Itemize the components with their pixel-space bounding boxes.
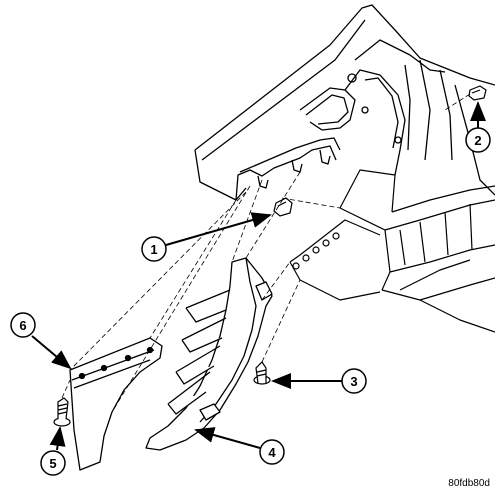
leader-4 <box>194 427 261 449</box>
callout-number-3: 3 <box>350 374 357 389</box>
leader-6 <box>31 335 72 370</box>
callout-5: 5 <box>40 450 66 476</box>
leader-5 <box>49 426 66 451</box>
inner-splash-shield <box>145 257 273 451</box>
screw-part-5 <box>53 397 71 427</box>
callout-2: 2 <box>465 127 491 153</box>
callout-number-6: 6 <box>19 318 26 333</box>
screw-part-3 <box>253 361 271 385</box>
shield-panel <box>69 337 163 471</box>
callout-number-5: 5 <box>49 456 56 471</box>
leader-1 <box>165 212 272 246</box>
callout-6: 6 <box>10 312 36 338</box>
callout-number-4: 4 <box>268 445 276 460</box>
callout-number-2: 2 <box>474 133 481 148</box>
frame-rail-assembly <box>289 169 495 333</box>
fender-body-panel <box>194 4 495 201</box>
callout-4: 4 <box>259 439 285 465</box>
clip-part-1 <box>273 197 293 217</box>
clip-part-2 <box>468 85 487 101</box>
callout-3: 3 <box>341 368 367 394</box>
figure-reference-code: 80fdb80d <box>448 478 490 489</box>
callout-1: 1 <box>141 236 167 262</box>
callout-leaders <box>31 101 486 451</box>
callout-number-1: 1 <box>150 242 157 257</box>
